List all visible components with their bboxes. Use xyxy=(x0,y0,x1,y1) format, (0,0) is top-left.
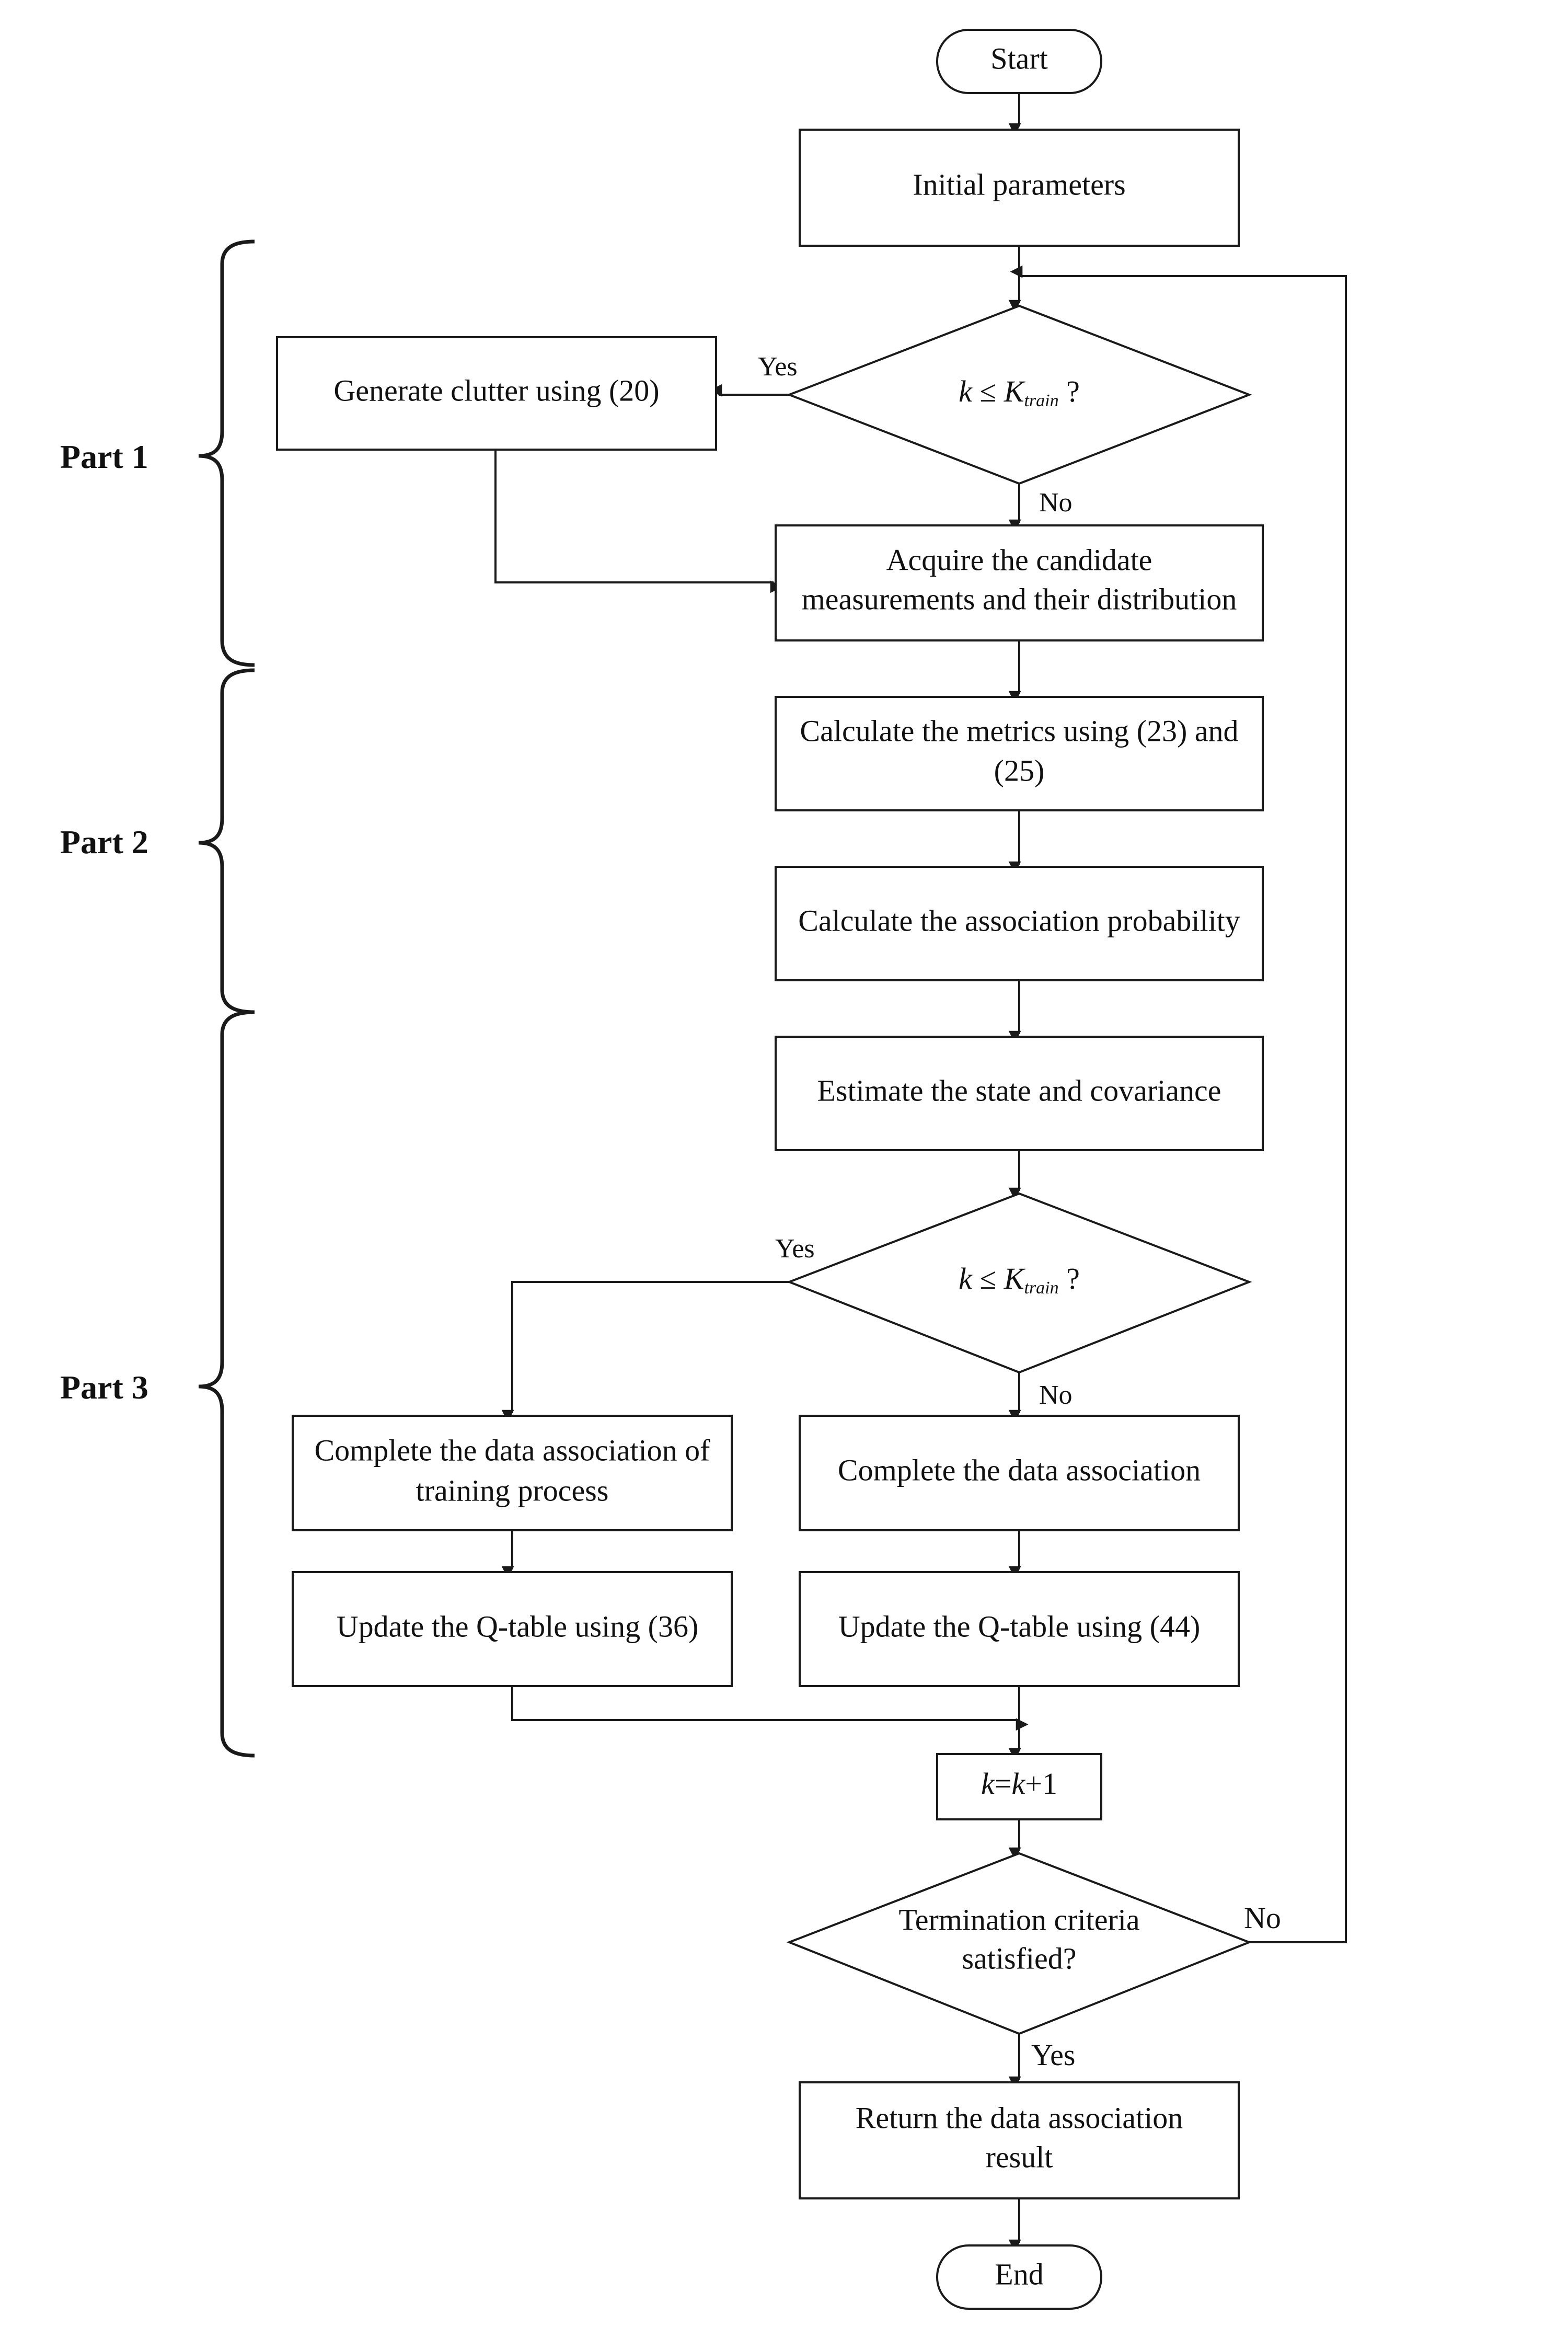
edge-term-no-loop-back xyxy=(1010,265,1347,1943)
generate-clutter-box xyxy=(276,336,717,451)
increment-box xyxy=(936,1753,1102,1820)
complete-training-box xyxy=(292,1415,733,1531)
update-q44-label: Update the Q-table using (44) xyxy=(838,1609,1201,1643)
decision-train-2 xyxy=(786,1192,1252,1374)
nodes: Start Initial parameters k ≤ Ktrain ? Ge… xyxy=(276,29,1264,2310)
estimate-box xyxy=(775,1036,1264,1151)
dec1-yes-label: Yes xyxy=(758,352,798,382)
end-terminal xyxy=(936,2244,1102,2310)
end-label: End xyxy=(995,2257,1043,2291)
termination-label-line2: satisfied? xyxy=(962,1941,1076,1975)
start-label: Start xyxy=(990,41,1048,75)
decision-train-1 xyxy=(786,304,1252,485)
termination-label-line1: Termination criteria xyxy=(898,1903,1139,1936)
return-result-box xyxy=(799,2081,1240,2199)
return-result-label-line2: result xyxy=(986,2140,1053,2174)
part1-label: Part 1 xyxy=(60,438,148,475)
association-probability-label: Calculate the association probability xyxy=(798,903,1240,937)
decision-train-1-label: k ≤ Ktrain ? xyxy=(959,374,1080,410)
part1-brace xyxy=(198,239,255,667)
metrics-label-line2: (25) xyxy=(994,753,1045,787)
decision-train-2-label: k ≤ Ktrain ? xyxy=(959,1262,1080,1297)
complete-association-label: Complete the data association xyxy=(838,1453,1201,1487)
part2-label: Part 2 xyxy=(60,823,148,861)
part2-brace xyxy=(198,668,255,1014)
part-labels: Part 1 Part 2 Part 3 xyxy=(60,438,148,1406)
initial-parameters-label: Initial parameters xyxy=(913,167,1125,201)
association-probability-box xyxy=(775,866,1264,981)
term-yes-label: Yes xyxy=(1031,2038,1075,2072)
complete-association-box xyxy=(799,1415,1240,1531)
part3-label: Part 3 xyxy=(60,1369,148,1406)
update-q44-box xyxy=(799,1571,1240,1687)
estimate-label: Estimate the state and covariance xyxy=(817,1073,1221,1107)
edge-gen-to-acquire xyxy=(494,450,783,593)
return-result-label-line1: Return the data association xyxy=(856,2101,1183,2135)
edge-update36-to-merge xyxy=(511,1686,1029,1731)
generate-clutter-label: Generate clutter using (20) xyxy=(333,373,659,407)
acquire-box xyxy=(775,524,1264,641)
termination-decision xyxy=(786,1852,1252,2035)
acquire-label-line1: Acquire the candidate xyxy=(886,543,1152,577)
metrics-box xyxy=(775,696,1264,811)
dec2-no-label: No xyxy=(1039,1380,1073,1410)
edge-labels: Yes No Yes No No Yes xyxy=(758,352,1281,2072)
edge-dec2-yes-to-complete-train xyxy=(501,1281,789,1423)
complete-training-label-line1: Complete the data association of xyxy=(314,1433,710,1467)
update-q36-label: Update the Q-table using (36) xyxy=(337,1609,699,1643)
initial-parameters-box xyxy=(799,129,1240,247)
metrics-label-line1: Calculate the metrics using (23) and xyxy=(800,714,1238,748)
dec2-yes-label: Yes xyxy=(775,1234,815,1264)
part-braces xyxy=(198,239,255,1758)
dec1-no-label: No xyxy=(1039,488,1073,518)
acquire-label-line2: measurements and their distribution xyxy=(802,582,1237,616)
update-q36-box xyxy=(292,1571,733,1687)
edges xyxy=(494,93,1347,2252)
part3-brace xyxy=(198,1010,255,1758)
start-terminal xyxy=(936,29,1102,94)
increment-label: k=k+1 xyxy=(981,1767,1057,1801)
complete-training-label-line2: training process xyxy=(416,1473,609,1507)
term-no-label: No xyxy=(1244,1901,1281,1935)
